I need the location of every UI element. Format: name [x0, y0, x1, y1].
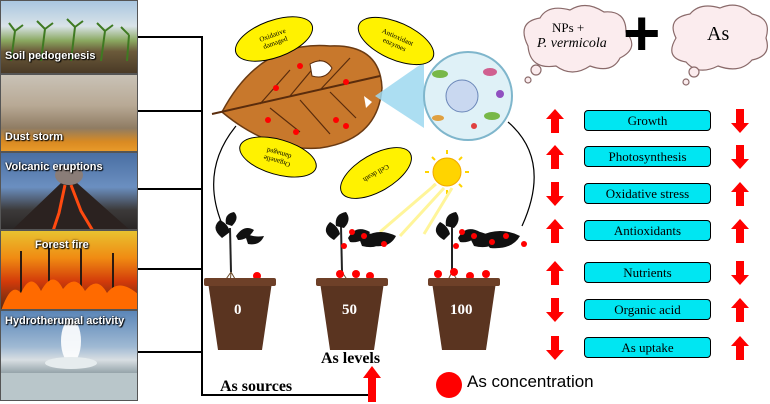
- source-label-soil: Soil pedogenesis: [5, 50, 96, 62]
- arrow-up-icon: [546, 109, 564, 133]
- arrow-down-icon: [546, 182, 564, 206]
- source-label-volcano: Volcanic eruptions: [5, 161, 103, 173]
- geyser-illustration: [1, 319, 137, 400]
- connector-line: [138, 188, 203, 190]
- pot-label-100: 100: [450, 302, 473, 318]
- arrow-down-icon: [546, 336, 564, 360]
- plant-100: [428, 212, 527, 350]
- volcanic-eruptions-panel: Volcanic eruptions: [0, 152, 138, 230]
- pot-label-0: 0: [234, 302, 242, 318]
- as-concentration-dot: [436, 372, 462, 398]
- plant-0: [204, 212, 276, 350]
- antioxidant-enzymes-oval: Antioxidant enzymes: [350, 6, 442, 76]
- arrow-up-icon: [731, 298, 749, 322]
- hydrothermal-activity-panel: Hydrotherumal activity: [0, 310, 138, 401]
- as-sources-label: As sources: [220, 378, 293, 395]
- nps-label-line2: P. vermicola: [537, 36, 607, 51]
- arrow-up-icon: [731, 219, 749, 243]
- arrow-up-icon: [546, 261, 564, 285]
- arrow-down-icon: [731, 261, 749, 285]
- curve-line: [507, 121, 535, 227]
- parameter-oxidative-stress: Oxidative stress: [584, 183, 711, 204]
- plus-sign: +: [623, 0, 661, 69]
- plant-50: [316, 212, 396, 350]
- connector-line: [201, 36, 203, 396]
- volcano-illustration: [13, 165, 129, 229]
- arrow-down-icon: [546, 298, 564, 322]
- soil-pedogenesis-panel: Soil pedogenesis: [0, 0, 138, 74]
- source-label-dust: Dust storm: [5, 131, 64, 143]
- dust-storm-panel: Dust storm: [0, 74, 138, 152]
- parameter-antioxidants: Antioxidants: [584, 220, 711, 241]
- arrow-up-icon: [546, 219, 564, 243]
- as-label: As: [707, 23, 730, 45]
- arrow-down-icon: [731, 145, 749, 169]
- oxidative-damage-oval: Oxidative damaged: [228, 7, 320, 71]
- as-levels-arrow: [363, 366, 381, 402]
- arrow-up-icon: [731, 336, 749, 360]
- parameter-photosynthesis: Photosynthesis: [584, 146, 711, 167]
- connector-line: [138, 351, 203, 353]
- parameter-growth: Growth: [584, 110, 711, 131]
- parameter-nutrients: Nutrients: [584, 262, 711, 283]
- source-label-fire: Forest fire: [35, 239, 89, 251]
- parameter-organic-acid: Organic acid: [584, 299, 711, 320]
- zoom-cone: [375, 62, 424, 128]
- parameter-as-uptake: As uptake: [584, 337, 711, 358]
- curve-line: [213, 125, 237, 225]
- connector-line: [138, 36, 203, 38]
- as-levels-label: As levels: [321, 350, 381, 367]
- forest-fire-panel: Forest fire: [0, 230, 138, 310]
- crop-field-illustration: [8, 18, 130, 62]
- arrow-down-icon: [731, 109, 749, 133]
- cell-illustration: [423, 51, 513, 141]
- cell-death-oval: Cell death: [331, 136, 421, 210]
- connector-line: [138, 110, 203, 112]
- connector-line: [201, 394, 371, 396]
- organelle-damage-oval: Organelle damaged: [234, 128, 322, 186]
- arrow-up-icon: [546, 145, 564, 169]
- arrow-up-icon: [731, 182, 749, 206]
- leaf-illustration: [211, 44, 383, 150]
- forest-fire-illustration: [1, 245, 137, 309]
- as-concentration-label: As concentration: [467, 372, 594, 391]
- nps-label-line1: NPs +: [552, 20, 585, 35]
- connector-line: [138, 268, 203, 270]
- pot-label-50: 50: [342, 302, 357, 318]
- source-label-hydro: Hydrotherumal activity: [5, 315, 125, 327]
